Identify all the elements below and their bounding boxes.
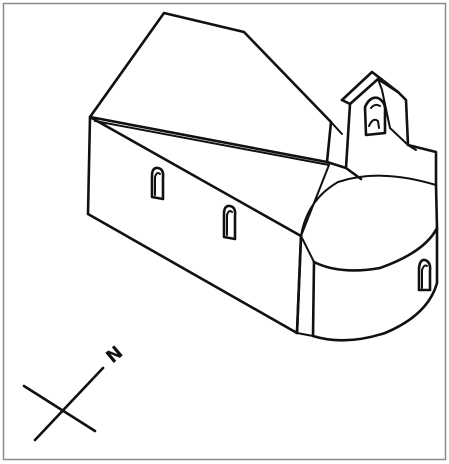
compass-north-axis xyxy=(33,366,105,442)
compass-north-label: N xyxy=(102,342,127,368)
compass: N xyxy=(22,342,127,442)
apse xyxy=(295,174,439,342)
nave-window-left xyxy=(150,166,165,201)
nave-side-wall xyxy=(86,115,330,335)
nave-window-right xyxy=(222,204,237,241)
compass-east-west-axis xyxy=(22,384,97,433)
belfry xyxy=(325,70,438,187)
nave-roof xyxy=(88,11,333,166)
nave-east-gable xyxy=(330,121,417,151)
apse-window xyxy=(417,258,432,292)
